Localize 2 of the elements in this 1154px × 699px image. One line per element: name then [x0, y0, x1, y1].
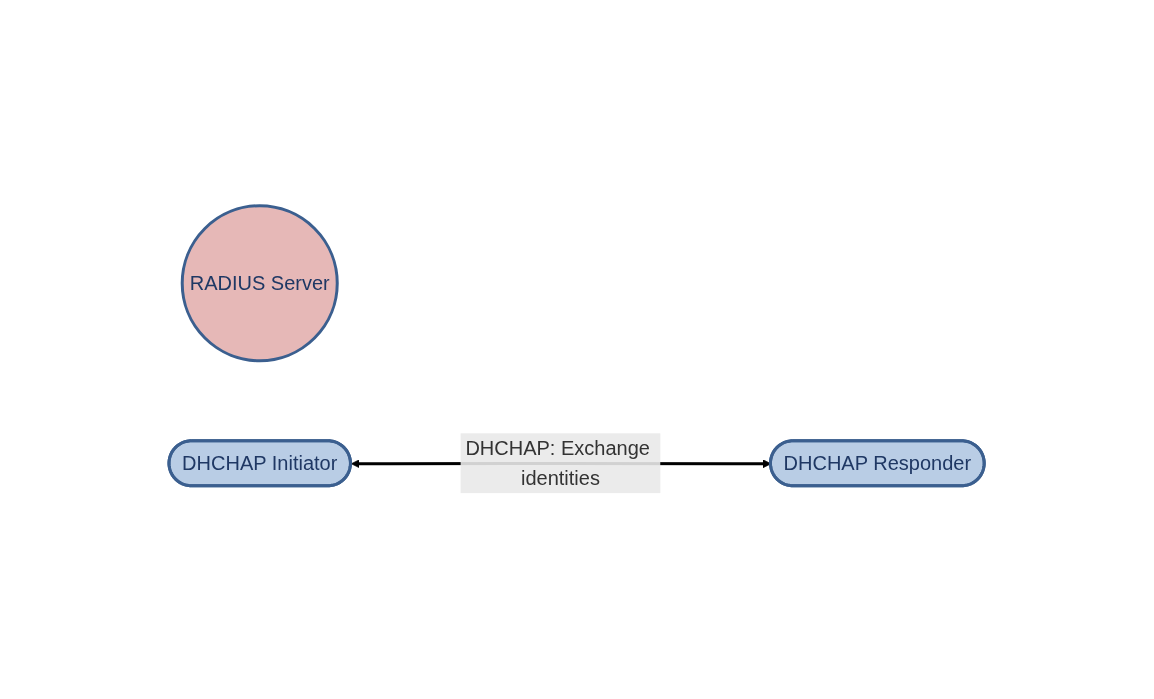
node-circle: RADIUS Server — [181, 204, 340, 363]
edge-label: DHCHAP: Exchange identities — [465, 437, 651, 490]
